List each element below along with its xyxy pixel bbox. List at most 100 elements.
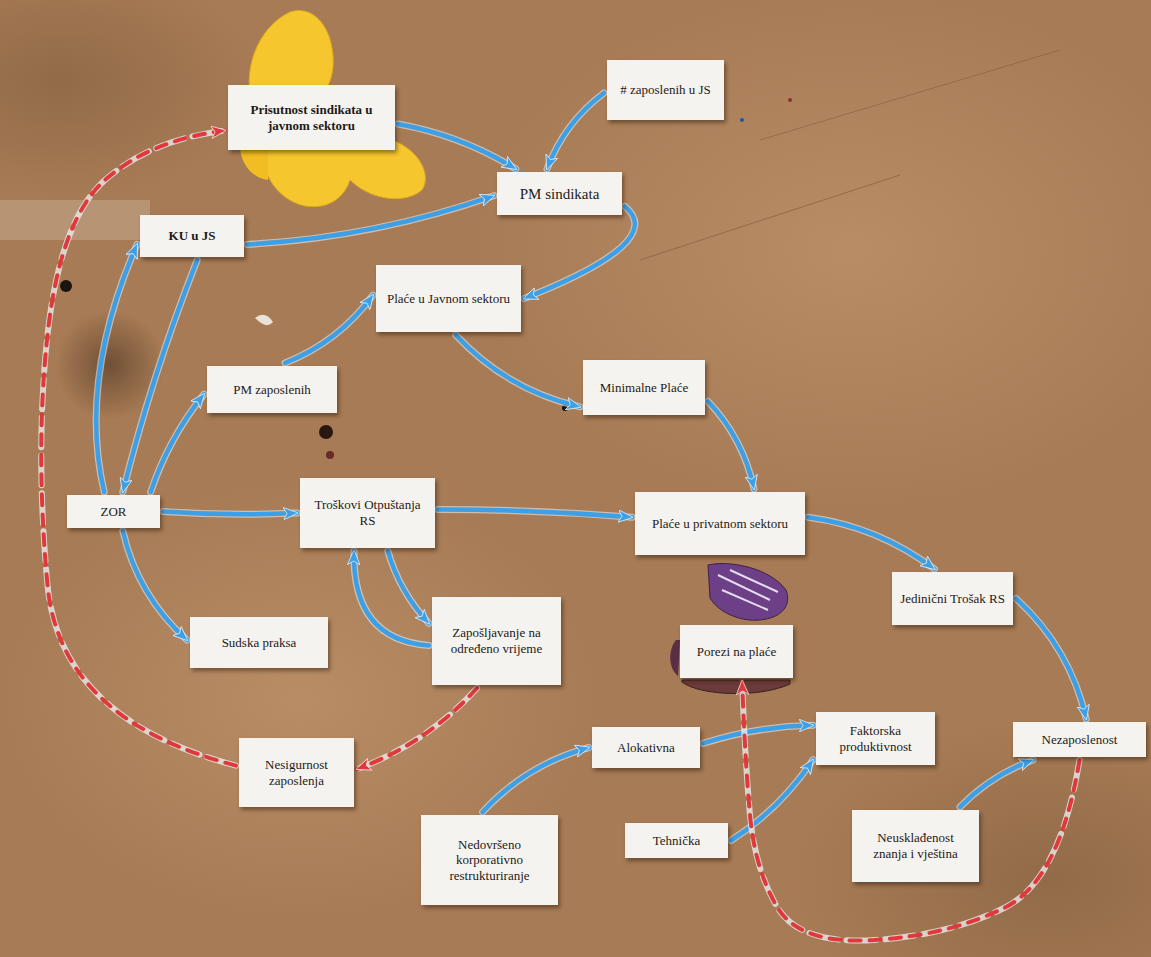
card-text: Nedovršeno korporativno restrukturiranje xyxy=(429,837,550,884)
chalk-arrow xyxy=(163,512,297,515)
butterfly-wing xyxy=(262,140,425,207)
paper-card: Tehnička xyxy=(625,823,728,858)
paper-card: Nedovršeno korporativno restrukturiranje xyxy=(421,815,558,905)
chalk-arrow xyxy=(398,124,516,169)
card-text: PM zaposlenih xyxy=(233,382,311,398)
paper-card: # zaposlenih u JS xyxy=(607,60,724,120)
card-text: PM sindikata xyxy=(520,185,600,203)
card-text: # zaposlenih u JS xyxy=(620,82,711,98)
paper-card: Neusklađenost znanja i vještina xyxy=(852,810,979,882)
chalk-arrow xyxy=(524,206,635,298)
card-text: Porezi na plaće xyxy=(697,644,776,660)
chalk-arrow xyxy=(456,335,580,407)
card-text: Plaće u Javnom sektoru xyxy=(387,291,510,307)
chalk-halo xyxy=(547,93,604,169)
paper-card: Prisutnost sindikata u javnom sektoru xyxy=(228,85,395,150)
card-text: Alokativna xyxy=(617,740,675,756)
card-text: ZOR xyxy=(101,504,127,520)
butterfly-wing xyxy=(708,564,788,621)
card-text: Jedinični Trošak RS xyxy=(900,591,1005,607)
dashed-chalk-arrow xyxy=(742,681,1079,941)
butterfly-wing xyxy=(682,680,790,694)
board-dark xyxy=(0,0,260,200)
board-scratch xyxy=(760,50,1060,140)
chalk-halo xyxy=(285,295,373,363)
butterfly-wing xyxy=(249,10,333,95)
paper-card: PM zaposlenih xyxy=(207,366,337,413)
chalk-arrow xyxy=(708,401,754,489)
card-text: Neusklađenost znanja i vještina xyxy=(860,830,971,861)
chalk-halo xyxy=(483,748,589,813)
chalk-halo xyxy=(247,196,494,245)
board-scratch xyxy=(640,175,900,260)
chalk-halo xyxy=(388,551,429,623)
paint-spot xyxy=(740,118,744,122)
card-text: Troškovi Otpuštanja RS xyxy=(308,497,427,528)
chalk-halo xyxy=(123,260,197,492)
chalk-halo xyxy=(808,517,934,569)
paper-card: Minimalne Plaće xyxy=(583,360,705,415)
chalk-halo xyxy=(708,401,754,489)
chalk-arrow xyxy=(123,531,187,640)
chalk-arrow xyxy=(285,295,373,363)
paint-spot xyxy=(255,315,273,325)
chalk-arrow xyxy=(388,551,429,623)
chalk-arrow xyxy=(731,760,813,841)
paper-card: Porezi na plaće xyxy=(680,625,793,678)
chalk-halo xyxy=(151,394,204,492)
paper-card: Nesigurnost zaposlenja xyxy=(239,738,354,807)
paper-card: Troškovi Otpuštanja RS xyxy=(300,478,435,548)
chalk-arrow xyxy=(354,551,429,645)
chalk-halo xyxy=(398,124,516,169)
paper-card: PM sindikata xyxy=(497,172,622,215)
chalk-arrow xyxy=(247,196,494,245)
paper-card: Sudska praksa xyxy=(190,617,328,668)
paper-card: Faktorska produktivnost xyxy=(816,712,935,765)
butterfly-streak xyxy=(718,570,778,610)
chalk-arrow xyxy=(808,517,934,569)
chalk-arrow xyxy=(151,394,204,492)
card-text: Minimalne Plaće xyxy=(600,380,688,396)
chalk-halo xyxy=(357,688,477,769)
chalk-arrow xyxy=(123,260,197,492)
chalk-arrow xyxy=(483,748,589,813)
dashed-chalk-arrow xyxy=(357,688,477,769)
chalk-halo xyxy=(742,681,1079,941)
paint-spot xyxy=(788,98,792,102)
paper-card: Plaće u privatnom sektoru xyxy=(635,492,805,555)
paper-card: Alokativna xyxy=(592,727,700,768)
card-text: Nesigurnost zaposlenja xyxy=(247,757,346,788)
card-text: Prisutnost sindikata u javnom sektoru xyxy=(236,102,387,133)
chalk-halo xyxy=(354,551,429,645)
paper-card: Plaće u Javnom sektoru xyxy=(376,265,521,332)
chalk-halo xyxy=(960,760,1033,807)
card-text: Sudska praksa xyxy=(222,635,297,651)
board-light xyxy=(470,0,1151,510)
paper-card: Nezaposlenost xyxy=(1013,722,1146,757)
chalk-halo xyxy=(731,760,813,841)
paint-spot xyxy=(326,451,334,459)
chalk-arrow xyxy=(703,725,813,743)
paint-spot xyxy=(319,425,333,439)
chalk-halo xyxy=(524,206,635,298)
paper-card: Zapošljavanje na određeno vrijeme xyxy=(432,597,561,685)
chalk-halo xyxy=(456,335,580,407)
card-text: KU u JS xyxy=(169,228,216,244)
chalk-halo xyxy=(1016,599,1086,720)
chalk-halo xyxy=(438,509,632,517)
chalk-arrow xyxy=(547,93,604,169)
chalk-halo xyxy=(123,531,187,640)
card-text: Nezaposlenost xyxy=(1042,732,1118,748)
chalk-arrow xyxy=(438,509,632,517)
paper-card: KU u JS xyxy=(140,215,244,257)
paint-spot xyxy=(60,280,72,292)
chalk-arrow xyxy=(1016,599,1086,720)
card-text: Plaće u privatnom sektoru xyxy=(652,516,788,532)
butterfly-wing xyxy=(670,640,680,676)
card-text: Zapošljavanje na određeno vrijeme xyxy=(440,625,553,656)
chalk-halo xyxy=(163,512,297,515)
card-text: Faktorska produktivnost xyxy=(824,723,927,754)
paper-card: Jedinični Trošak RS xyxy=(892,572,1013,625)
chalk-arrow xyxy=(960,760,1033,807)
